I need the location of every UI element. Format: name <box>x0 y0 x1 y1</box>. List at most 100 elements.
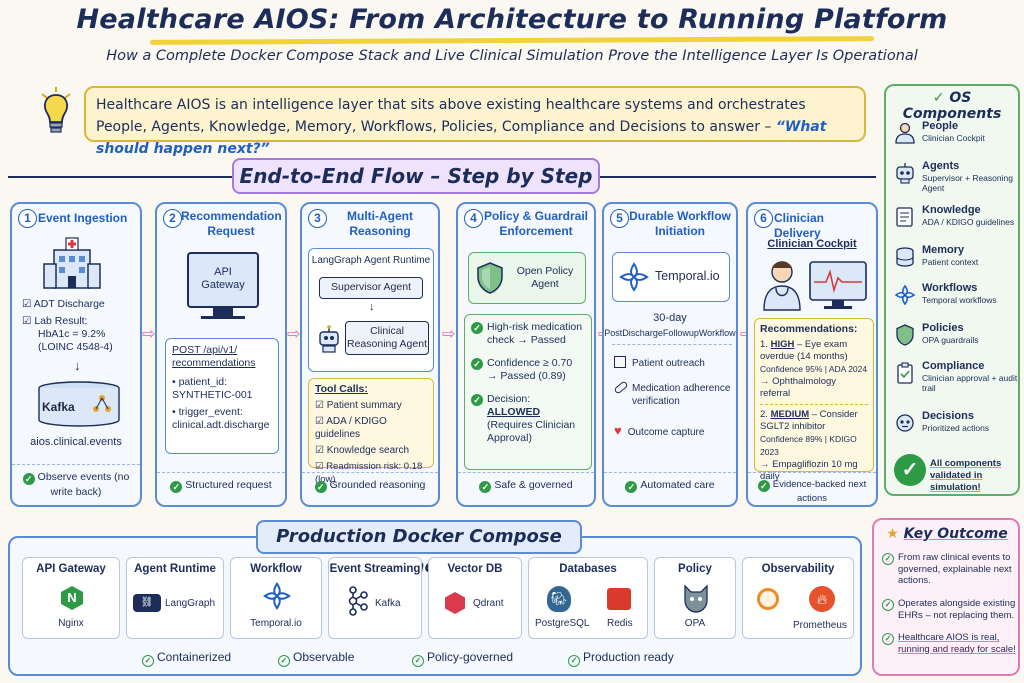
stack-feature: ✓Production ready <box>568 650 674 667</box>
lab-code: (LOINC 4548-4) <box>38 341 113 353</box>
rec-text: – Eye exam overdue (14 months) <box>760 339 848 362</box>
service-name: Databases <box>559 563 617 575</box>
rec-priority: MEDIUM <box>770 409 810 420</box>
service-name: Vector DB <box>447 563 503 575</box>
component-name: Agents <box>922 160 960 172</box>
kafka-cylinder-icon <box>38 381 120 427</box>
tool-calls-box: Tool Calls: ☑ Patient summary ☑ ADA / KD… <box>308 378 434 485</box>
check-icon: ✓ <box>471 322 483 334</box>
step-title: Recommendation Request <box>181 209 282 238</box>
flow-arrow-icon: ⇨ <box>442 326 456 343</box>
component-people: People Clinician Cockpit <box>894 120 1018 158</box>
kafka-label: Kafka <box>42 400 75 414</box>
service-label: OPA <box>684 618 706 629</box>
service-name: Observability <box>761 563 835 575</box>
rec-prefix: 2. <box>760 409 768 420</box>
stack-feature-text: Policy-governed <box>427 650 514 664</box>
book-icon <box>896 207 913 227</box>
stack-feature: ✓Containerized <box>142 650 231 667</box>
divider <box>612 344 732 345</box>
outcome-item: ✓From raw clinical events to governed, e… <box>882 552 1016 587</box>
flow-divider-left <box>8 176 232 178</box>
temporal-box: Temporal.io <box>612 252 730 302</box>
component-name: Workflows <box>922 282 978 294</box>
lab-value: HbA1c = 9.2% <box>38 328 106 340</box>
supervisor-agent: Supervisor Agent <box>319 277 423 299</box>
step-footer-text: Observe events (no write back) <box>37 471 130 498</box>
component-memory: Memory Patient context <box>894 244 1018 282</box>
temporal-icon <box>619 262 649 292</box>
tool-call: ☑ ADA / KDIGO guidelines <box>315 416 387 440</box>
outcome-text: From raw clinical events to governed, ex… <box>898 552 1012 586</box>
step-multi-agent-reasoning: 3 Multi-Agent Reasoning LangGraph Agent … <box>300 202 440 507</box>
check-icon: ✓ <box>142 655 154 667</box>
langgraph-icon: ⛓ <box>133 594 161 612</box>
component-name: Compliance <box>922 360 985 372</box>
step-footer-text: Safe & governed <box>494 479 573 491</box>
prometheus-icon: 🔥︎ <box>809 586 835 612</box>
workflow-name: PostDischargeFollowupWorkflow <box>604 328 736 338</box>
monitor-icon: API Gateway <box>187 252 259 308</box>
event-item: ☑ ADT Discharge <box>22 298 105 310</box>
gateway-label: API Gateway <box>201 266 245 291</box>
divider <box>760 404 868 405</box>
guard-decision: ✓Decision: ALLOWED(Requires Clinician Ap… <box>471 393 585 445</box>
opa-label: Open Policy Agent <box>516 265 574 290</box>
step-footer: ✓Grounded reasoning <box>302 472 438 493</box>
stack-feature-text: Production ready <box>583 650 674 664</box>
runtime-label: LangGraph Agent Runtime <box>311 255 431 266</box>
service-name: Agent Runtime <box>134 563 216 575</box>
service-api-gateway: API Gateway N Nginx <box>22 557 120 639</box>
step-number: 1 <box>18 209 37 228</box>
rec-text: – Consider SGLT2 inhibitor <box>760 409 858 432</box>
event-item-text: ADT Discharge <box>33 298 105 310</box>
guard-check-text: High-risk medication check → Passed <box>487 321 583 346</box>
step-number: 5 <box>610 209 629 228</box>
component-desc: Supervisor + Reasoning Agent <box>922 173 1013 193</box>
check-icon: ✓ <box>882 599 894 611</box>
service-databases: Databases 🐘︎ PostgreSQL Redis <box>528 557 648 639</box>
decision-label: Decision: <box>487 393 531 405</box>
component-compliance: Compliance Clinician approval + audit tr… <box>894 360 1018 398</box>
star-icon: ★ <box>886 526 899 542</box>
recommendation-2: 2. MEDIUM – Consider SGLT2 inhibitor Con… <box>760 409 868 483</box>
lightbulb-icon <box>41 87 71 133</box>
key-outcome-panel: ★ Key Outcome ✓From raw clinical events … <box>872 518 1020 676</box>
stack-feature-text: Observable <box>293 650 355 664</box>
component-name: Knowledge <box>922 204 981 216</box>
task-text: Medication adherence verification <box>632 383 731 407</box>
step-title: Multi-Agent Reasoning <box>347 209 413 238</box>
service-label: Prometheus <box>793 620 847 631</box>
service-name: Policy <box>678 563 712 575</box>
component-knowledge: Knowledge ADA / KDIGO guidelines <box>894 204 1018 242</box>
tool-call-text: Patient summary <box>326 400 402 411</box>
monitor-base <box>201 316 245 319</box>
step-footer: ✓Evidence-backed next actions <box>748 472 876 506</box>
rec-action: → Empagliflozin 10 mg daily <box>760 459 858 482</box>
decision-note: (Requires Clinician Approval) <box>487 419 576 444</box>
flow-title: End-to-End Flow – Step by Step <box>232 158 600 194</box>
tool-call: ☑ Knowledge search <box>315 445 410 456</box>
check-icon: ✓ <box>568 655 580 667</box>
down-arrow-icon: ↓ <box>369 301 375 313</box>
outcome-item: ✓Healthcare AIOS is real, running and re… <box>882 632 1016 655</box>
rec-prefix: 1. <box>760 339 768 350</box>
request-box: POST /api/v1/ recommendations • patient_… <box>165 338 279 454</box>
intro-line-2: People, Agents, Knowledge, Memory, Workf… <box>96 119 772 135</box>
component-desc: Clinician Cockpit <box>922 133 985 143</box>
robot-icon <box>896 163 914 184</box>
outcome-text: Healthcare AIOS is real, running and rea… <box>898 632 1016 655</box>
key-outcome-title-text: Key Outcome <box>903 526 1008 542</box>
event-item-text: Lab Result: <box>34 315 88 327</box>
stack-feature: ✓Policy-governed <box>412 650 513 667</box>
pill-icon <box>613 380 629 395</box>
topic-name: aios.clinical.events <box>30 436 122 448</box>
stack-title: Production Docker Compose Stack <box>256 520 582 577</box>
step-footer-text: Automated care <box>640 479 715 491</box>
intro-line-1: Healthcare AIOS is an intelligence layer… <box>96 97 806 113</box>
key-outcome-title: ★ Key Outcome <box>882 526 1012 542</box>
calendar-icon <box>614 356 626 368</box>
opa-icon <box>684 584 708 613</box>
service-name: API Gateway <box>36 563 106 575</box>
service-vector-db: Vector DB Qdrant <box>428 557 522 639</box>
